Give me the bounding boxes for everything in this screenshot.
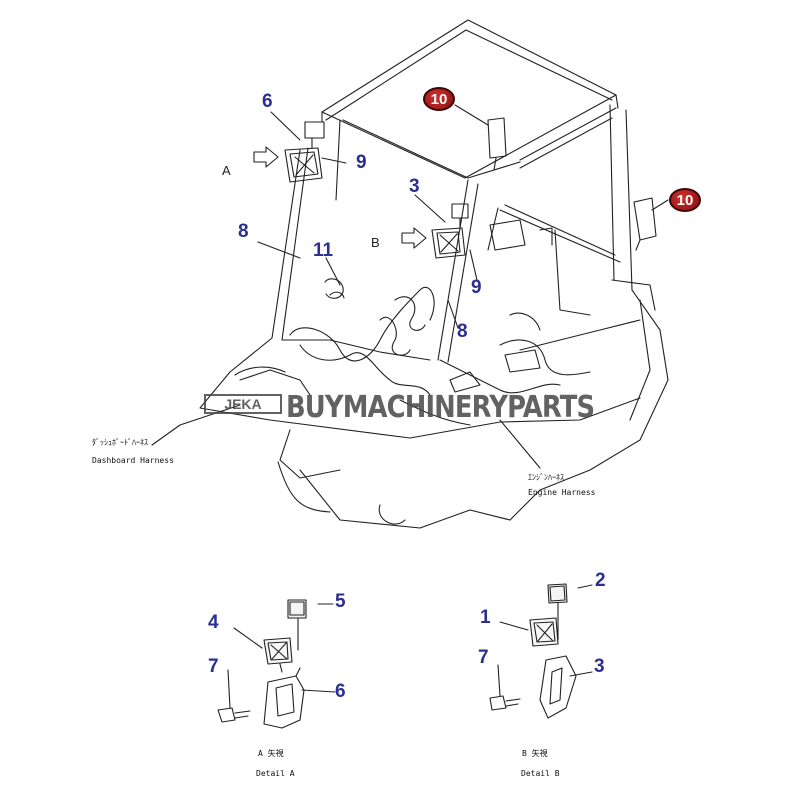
view-a-letter: A (222, 163, 231, 178)
callout-10-badge-right: 10 (669, 188, 701, 212)
callout-3-top: 3 (409, 176, 420, 197)
watermark-logo: JEKA (204, 394, 282, 414)
detail-b-callout-2: 2 (595, 570, 606, 591)
detail-a-callout-4: 4 (208, 612, 219, 633)
detail-b-jp-label: B 矢視 (522, 749, 548, 758)
callout-10-badge-top: 10 (423, 87, 455, 111)
callout-11: 11 (313, 240, 334, 261)
dashboard-harness-jp-label: ﾀﾞｯｼｭﾎﾞｰﾄﾞﾊｰﾈｽ (92, 438, 148, 447)
detail-b-callout-3: 3 (594, 656, 605, 677)
callout-8-left: 8 (238, 221, 249, 242)
detail-b-callout-1: 1 (480, 607, 491, 628)
callout-9-left: 9 (356, 152, 367, 173)
detail-a-callout-5: 5 (335, 591, 346, 612)
watermark-text: BUYMACHINERYPARTS (286, 390, 595, 425)
callout-8-right: 8 (457, 321, 468, 342)
callout-9-right: 9 (471, 277, 482, 298)
detail-a-callout-7: 7 (208, 656, 219, 677)
engine-harness-label: Engine Harness (528, 488, 596, 497)
dashboard-harness-label: Dashboard Harness (92, 456, 174, 465)
detail-b-label: Detail B (521, 769, 560, 778)
detail-a-jp-label: A 矢視 (258, 749, 284, 758)
view-b-letter: B (371, 235, 380, 250)
watermark-logo-text: JEKA (224, 396, 261, 412)
detail-b-callout-7: 7 (478, 647, 489, 668)
detail-a-label: Detail A (256, 769, 295, 778)
callout-6-top: 6 (262, 91, 273, 112)
engine-harness-jp-label: ｴﾝｼﾞﾝﾊｰﾈｽ (528, 473, 564, 482)
detail-a-callout-6: 6 (335, 681, 346, 702)
